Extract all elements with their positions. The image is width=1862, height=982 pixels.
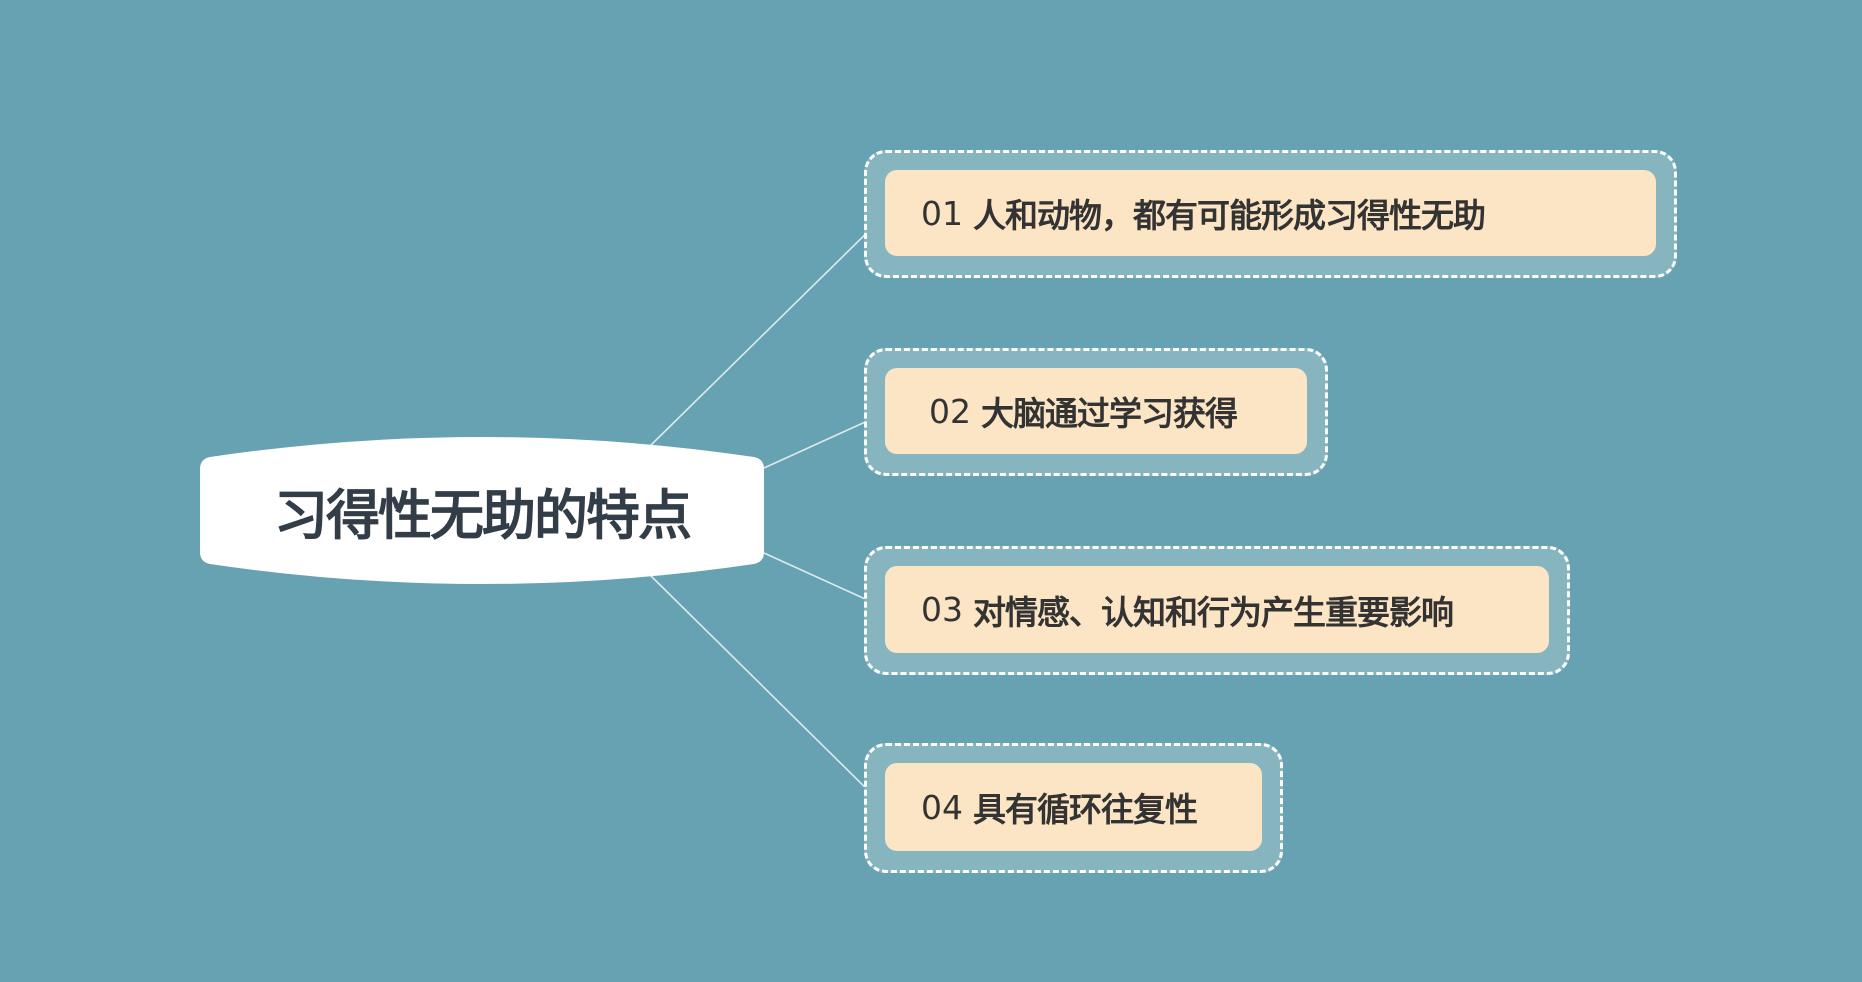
branch-number: 01 xyxy=(921,193,963,233)
branch-label-box: 01 人和动物，都有可能形成习得性无助 xyxy=(885,170,1656,256)
branch-number: 04 xyxy=(921,787,963,827)
branch-text: 对情感、认知和行为产生重要影响 xyxy=(973,592,1454,632)
branch-number: 03 xyxy=(921,590,963,629)
branch-label-box: 02 大脑通过学习获得 xyxy=(885,368,1307,454)
connector-line-01 xyxy=(649,214,886,447)
branch-node-02[interactable]: 02 大脑通过学习获得 xyxy=(864,348,1328,476)
branch-node-03[interactable]: 03 对情感、认知和行为产生重要影响 xyxy=(864,546,1570,675)
branch-text: 大脑通过学习获得 xyxy=(981,394,1238,433)
branch-label-box: 03 对情感、认知和行为产生重要影响 xyxy=(885,566,1549,653)
branch-number: 02 xyxy=(929,391,971,431)
central-topic-node[interactable]: 习得性无助的特点 xyxy=(200,437,764,584)
branch-text: 具有循环往复性 xyxy=(973,790,1198,829)
branch-node-01[interactable]: 01 人和动物，都有可能形成习得性无助 xyxy=(864,150,1677,278)
branch-text: 人和动物，都有可能形成习得性无助 xyxy=(973,196,1486,235)
branch-label-box: 04 具有循环往复性 xyxy=(885,763,1262,851)
connector-line-04 xyxy=(649,574,886,808)
central-topic-title: 习得性无助的特点 xyxy=(274,484,692,547)
central-node-shape xyxy=(200,437,764,584)
branch-node-04[interactable]: 04 具有循环往复性 xyxy=(864,743,1283,873)
